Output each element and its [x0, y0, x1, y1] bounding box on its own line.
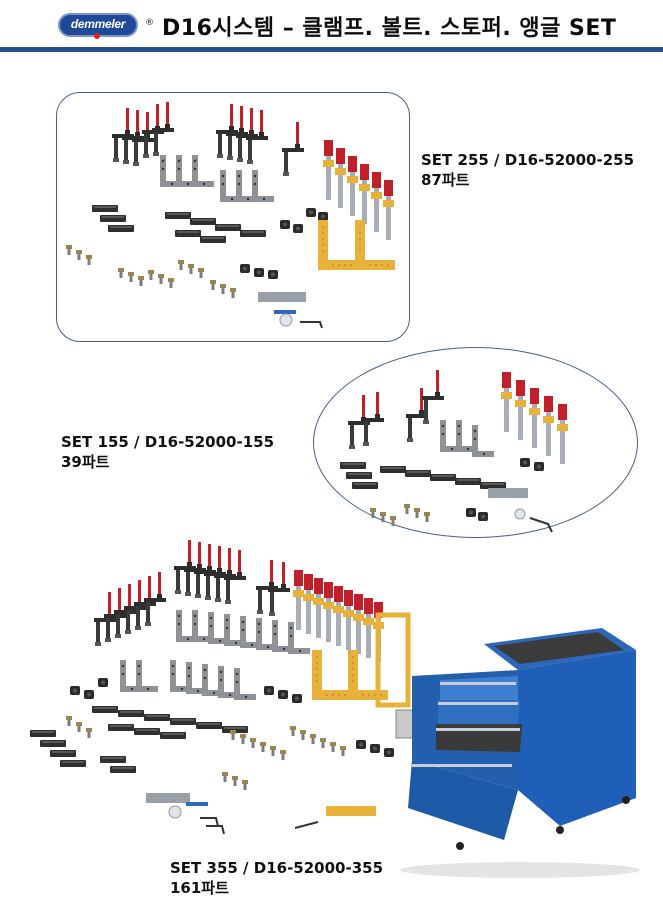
page-header: demmeler ® D16시스템 – 클램프. 볼트. 스토퍼. 앵글 SET — [0, 0, 663, 52]
logo-text: demmeler — [70, 17, 126, 31]
tool-cabinet — [400, 628, 640, 878]
set-355-name: SET 355 / D16-52000-355 — [170, 859, 384, 877]
logo-dot — [94, 33, 100, 39]
set-355-items — [30, 540, 429, 835]
registered-mark: ® — [145, 18, 154, 28]
set-255-items — [66, 102, 396, 329]
set-155-name: SET 155 / D16-52000-155 — [61, 433, 275, 451]
set-155-label: SET 155 / D16-52000-155 39파트 — [61, 432, 274, 472]
set-255-name: SET 255 / D16-52000-255 — [421, 151, 635, 169]
set-155-parts: 39파트 — [61, 453, 110, 471]
set-355-parts: 161파트 — [170, 879, 229, 897]
page-title: D16시스템 – 클램프. 볼트. 스토퍼. 앵글 SET — [162, 16, 617, 41]
set-155-items — [340, 370, 568, 533]
demmeler-logo: demmeler — [58, 13, 138, 39]
header-rule — [0, 47, 663, 52]
set-355-label: SET 355 / D16-52000-355 161파트 — [170, 858, 383, 898]
set-255-label: SET 255 / D16-52000-255 87파트 — [421, 150, 634, 190]
set-255-parts: 87파트 — [421, 171, 470, 189]
